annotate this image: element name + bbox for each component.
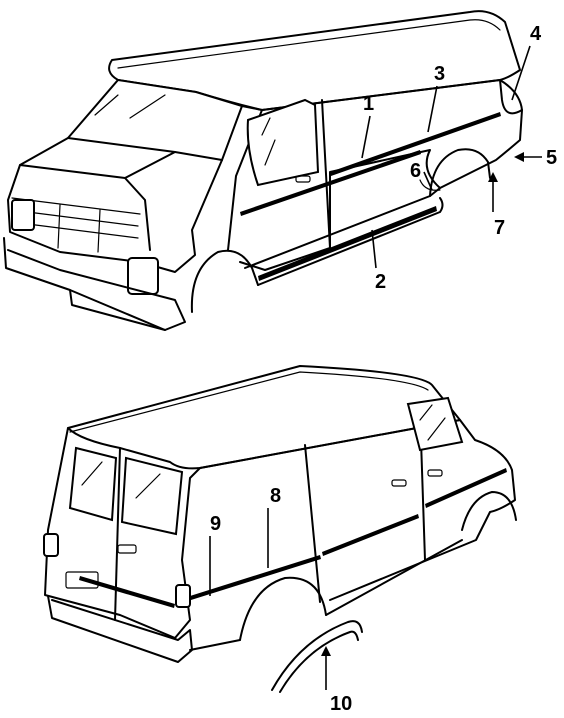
callout-10-label: 10 bbox=[330, 693, 352, 713]
callout-3-label: 3 bbox=[434, 63, 445, 85]
callout-8: 8 bbox=[267, 485, 281, 568]
callout-5-label: 5 bbox=[546, 147, 557, 169]
callout-2-label: 2 bbox=[375, 271, 386, 293]
van-rear-view bbox=[43, 365, 517, 693]
callout-8-label: 8 bbox=[270, 485, 281, 507]
callout-4: 4 bbox=[511, 23, 542, 101]
callout-9-label: 9 bbox=[210, 513, 221, 535]
callout-9: 9 bbox=[209, 513, 221, 596]
callout-4-label: 4 bbox=[530, 23, 542, 45]
callout-10: 10 bbox=[321, 646, 352, 715]
callout-6-label: 6 bbox=[410, 160, 421, 182]
van-front-view bbox=[3, 10, 523, 331]
callout-2: 2 bbox=[371, 229, 386, 293]
callout-7: 7 bbox=[488, 172, 505, 239]
callout-6: 6 bbox=[410, 160, 433, 191]
callout-1: 1 bbox=[361, 93, 374, 159]
callout-3: 3 bbox=[427, 63, 445, 133]
callout-5: 5 bbox=[514, 147, 557, 169]
callout-1-label: 1 bbox=[363, 93, 374, 115]
callout-7-label: 7 bbox=[494, 217, 505, 239]
